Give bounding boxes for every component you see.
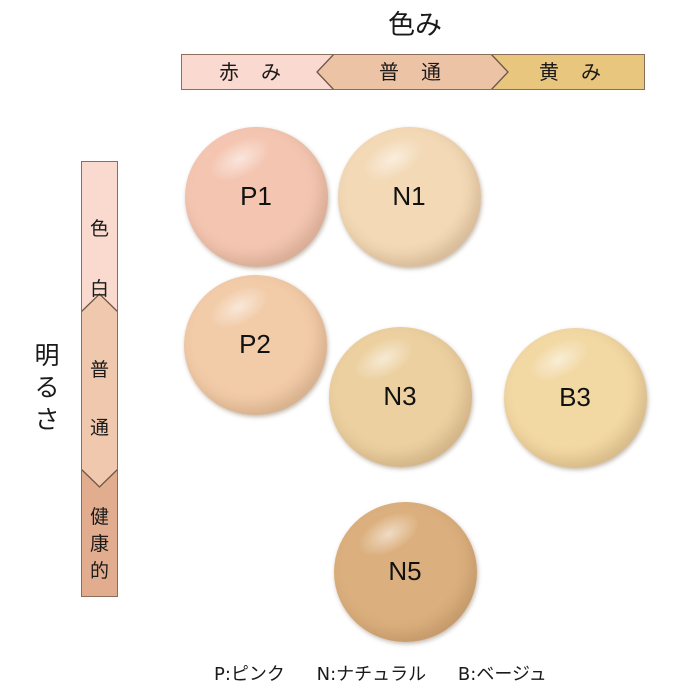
color-segment-yellow: 黄み (539, 60, 623, 84)
color-segment-neutral: 普通 (379, 60, 463, 84)
brightness-axis-title: 明るさ (30, 340, 64, 436)
swatch-label: N1 (392, 180, 426, 211)
legend-item-beige: B:ベージュ (457, 664, 547, 685)
swatch-label: B3 (559, 381, 591, 412)
swatch-label: N3 (383, 380, 417, 411)
swatch-label: P1 (240, 180, 272, 211)
brightness-segment-healthy: 健康的 (81, 504, 118, 585)
swatch-n3: N3 (328, 327, 472, 467)
brightness-segment-fair: 色白 (81, 199, 118, 319)
legend-item-pink: P:ピンク (214, 664, 285, 685)
color-segment-red: 赤み (219, 60, 303, 84)
swatch-n1: N1 (337, 127, 481, 267)
swatch-n5: N5 (333, 502, 477, 642)
brightness-segment-healthy-text: 健康的 (90, 506, 110, 582)
brightness-scale-bar: 色白 普通 健康的 (81, 161, 118, 597)
swatch-b3: B3 (503, 328, 647, 468)
brightness-scale-shape (81, 161, 118, 597)
color-scale-bar: 赤み 普通 黄み (181, 54, 645, 90)
brightness-segment-normal-text: 普通 (90, 359, 110, 439)
brightness-segment-fair-text: 色白 (90, 218, 110, 300)
color-axis-title: 色み (388, 10, 442, 41)
brightness-axis-title-text: 明るさ (34, 341, 60, 434)
swatch-p2: P2 (183, 275, 327, 415)
brightness-segment-normal: 普通 (81, 341, 118, 457)
swatch-label: P2 (239, 328, 271, 359)
swatch-label: N5 (388, 555, 422, 586)
legend-item-natural: N:ナチュラル (316, 664, 427, 685)
color-scale-shape (181, 54, 645, 90)
legend: P:ピンク N:ナチュラル B:ベージュ (214, 660, 573, 686)
swatch-p1: P1 (184, 127, 328, 267)
